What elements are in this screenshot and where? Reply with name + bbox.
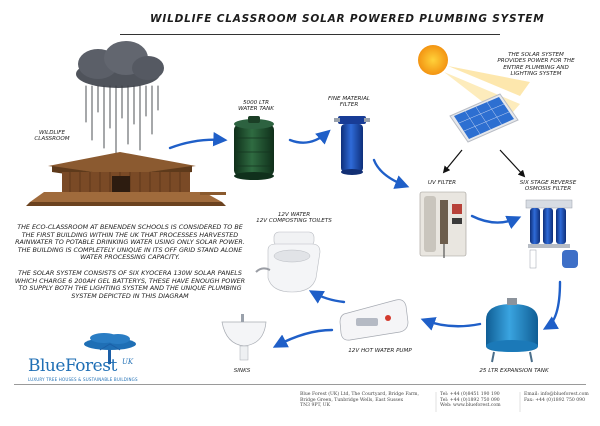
- uv-filter: [419, 191, 467, 258]
- label-wildlife-classroom: WILDLIFE CLASSROOM: [34, 130, 70, 143]
- reverse-osmosis-filter: [525, 199, 578, 269]
- composting-toilet: [255, 231, 321, 293]
- arrow-classroom-to-tank: [168, 132, 228, 150]
- blueforest-tree-logo: [84, 333, 136, 364]
- fine-material-filter: [334, 116, 370, 175]
- arrow-osmosis-to-expansion: [542, 280, 562, 330]
- arrow-solar-to-osmosis: [499, 149, 526, 178]
- label-toilets: 12V WATER 12V COMPOSTING TOILETS: [256, 212, 332, 225]
- footer-address: Blue Forest (UK) Ltd, The Courtyard, Bri…: [300, 392, 419, 409]
- footer-phones: Tel: +44 (0)8451 190 190 Tel: +44 (0)189…: [440, 392, 518, 409]
- label-sinks: SINKS: [233, 368, 251, 374]
- hot-water-pump: [339, 299, 409, 341]
- title-underline: [120, 34, 500, 35]
- label-solar-note: THE SOLAR SYSTEM PROVIDES POWER FOR THE …: [497, 52, 575, 77]
- label-osmosis-filter: SIX STAGE REVERSE OSMOSIS FILTER: [519, 180, 577, 193]
- arrow-expansion-to-pump: [420, 317, 482, 331]
- expansion-tank: [486, 298, 538, 363]
- arrow-pump-to-sink: [272, 328, 334, 348]
- logo-suffix: UK: [122, 358, 134, 366]
- classroom-building: [26, 152, 226, 206]
- footer-website-link[interactable]: Web: www.blueforest.com: [440, 403, 501, 409]
- label-uv-filter: UV FILTER: [427, 180, 457, 186]
- footer-divider: [14, 384, 586, 385]
- logo-tagline: LUXURY TREE HOUSES & SUSTAINABLE BUILDIN…: [28, 377, 138, 382]
- description-paragraph-1: THE ECO-CLASSROOM AT BENENDEN SCHOOLS IS…: [15, 223, 245, 262]
- description-paragraph-2: THE SOLAR SYSTEM CONSISTS OF SIX KYOCERA…: [14, 269, 246, 300]
- rainfall: [85, 85, 159, 157]
- arrow-pump-to-toilet: [308, 290, 346, 304]
- sink: [221, 314, 267, 361]
- rain-cloud: [76, 41, 164, 88]
- diagram-title: WILDLIFE CLASSROOM SOLAR POWERED PLUMBIN…: [150, 13, 545, 25]
- flow-arrows: [168, 129, 562, 348]
- solar-panel: [449, 93, 519, 143]
- logo-wordmark: BlueForest: [28, 356, 117, 376]
- label-expansion-tank: 25 LTR EXPANSION TANK: [479, 368, 549, 374]
- arrow-solar-to-uv: [442, 149, 463, 174]
- label-water-tank: 5000 LTR WATER TANK: [238, 100, 274, 113]
- power-arrows: [442, 149, 526, 178]
- arrow-uv-to-osmosis: [470, 214, 522, 230]
- label-fine-filter: FINE MATERIAL FILTER: [327, 96, 371, 109]
- label-pump: 12V HOT WATER PUMP: [348, 348, 412, 354]
- footer-email-link[interactable]: Email: info@blueforest.com: [524, 392, 589, 397]
- arrow-fine-filter-to-uv: [372, 158, 410, 189]
- arrow-tank-to-fine-filter: [288, 129, 331, 145]
- footer-contacts: Email: info@blueforest.com Fax: +44 (0)1…: [524, 392, 596, 403]
- water-tank: [234, 116, 274, 180]
